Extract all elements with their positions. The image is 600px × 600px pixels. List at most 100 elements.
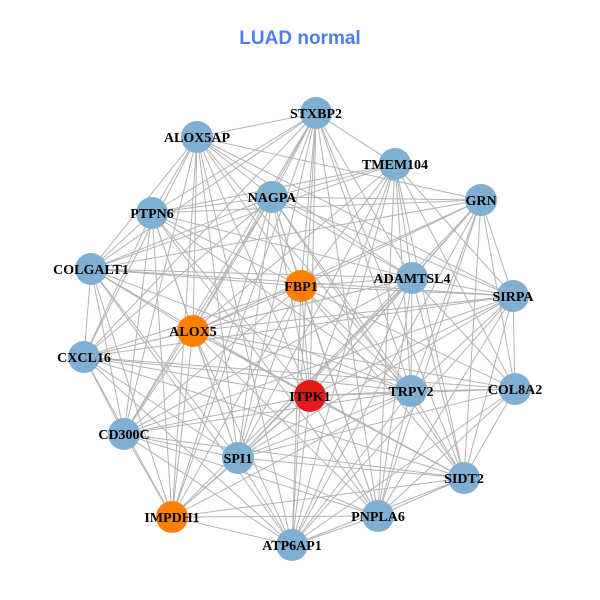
node-circle xyxy=(499,373,531,405)
edge-adamtsl4-trpv2 xyxy=(410,277,413,392)
edge-alox5-spi1 xyxy=(192,330,239,459)
edge-sirpa-spi1 xyxy=(237,295,514,459)
edge-tmem104-alox5 xyxy=(192,163,396,332)
node-label: FBP1 xyxy=(284,280,317,295)
edge-tmem104-sidt2 xyxy=(394,163,465,479)
edge-fbp1-impdh1 xyxy=(171,285,302,518)
node-circle xyxy=(276,529,308,561)
node-fbp1: FBP1 xyxy=(284,270,318,302)
node-label: CXCL16 xyxy=(57,351,111,366)
edge-fbp1-alox5 xyxy=(192,285,302,332)
edge-stxbp2-adamtsl4 xyxy=(315,112,413,279)
edge-sirpa-cxcl16 xyxy=(83,295,514,358)
node-circle xyxy=(285,270,317,302)
node-circle xyxy=(156,501,188,533)
edge-colgalt1-impdh1 xyxy=(90,268,173,518)
edge-fbp1-col8a2 xyxy=(300,285,516,390)
edge-cd300c-atp6ap1 xyxy=(123,433,293,546)
edge-tmem104-colgalt1 xyxy=(90,163,396,270)
node-tmem104: TMEM104 xyxy=(362,148,428,180)
node-alox5: ALOX5 xyxy=(169,315,217,347)
edge-adamtsl4-col8a2 xyxy=(411,277,516,390)
edge-tmem104-fbp1 xyxy=(300,163,396,287)
edge-sirpa-cd300c xyxy=(123,295,514,435)
edge-fbp1-atp6ap1 xyxy=(291,285,302,546)
edge-trpv2-sidt2 xyxy=(410,390,465,479)
edge-adamtsl4-spi1 xyxy=(237,277,413,459)
edge-grn-sirpa xyxy=(480,199,514,297)
edge-fbp1-adamtsl4 xyxy=(300,277,413,287)
node-circle xyxy=(294,380,326,412)
node-label: SIDT2 xyxy=(444,472,484,487)
edge-itpk1-sidt2 xyxy=(309,395,465,479)
node-impdh1: IMPDH1 xyxy=(144,501,200,533)
node-circle xyxy=(108,418,140,450)
edge-alox5-pnpla6 xyxy=(192,330,379,517)
node-label: ALOX5 xyxy=(169,325,216,340)
edge-col8a2-pnpla6 xyxy=(377,388,516,517)
edge-itpk1-cd300c xyxy=(123,395,311,435)
edge-grn-spi1 xyxy=(237,199,482,459)
edge-alox5ap-grn xyxy=(196,136,482,201)
edge-colgalt1-trpv2 xyxy=(90,268,412,392)
edge-stxbp2-alox5ap xyxy=(196,112,317,138)
node-circle xyxy=(362,500,394,532)
edge-stxbp2-spi1 xyxy=(237,112,317,459)
edge-grn-trpv2 xyxy=(410,199,482,392)
edge-ptpn6-cd300c xyxy=(123,212,153,435)
node-circle xyxy=(136,197,168,229)
edge-col8a2-atp6ap1 xyxy=(291,388,516,546)
edge-grn-colgalt1 xyxy=(90,199,482,270)
edge-tmem104-spi1 xyxy=(237,163,396,459)
edge-nagpa-sidt2 xyxy=(271,196,465,479)
node-label: ADAMTSL4 xyxy=(373,272,450,287)
edge-stxbp2-cd300c xyxy=(123,112,317,435)
edge-trpv2-impdh1 xyxy=(171,390,412,518)
edge-alox5-cxcl16 xyxy=(83,330,194,358)
edge-ptpn6-pnpla6 xyxy=(151,212,379,517)
edge-adamtsl4-sirpa xyxy=(411,277,514,297)
node-label: TRPV2 xyxy=(388,385,433,400)
edge-cd300c-pnpla6 xyxy=(123,433,379,517)
edge-tmem104-atp6ap1 xyxy=(291,163,396,546)
edge-trpv2-spi1 xyxy=(237,390,412,459)
edges xyxy=(83,112,516,546)
edge-fbp1-sidt2 xyxy=(300,285,465,479)
edge-alox5-cd300c xyxy=(123,330,194,435)
edge-grn-fbp1 xyxy=(300,199,482,287)
node-label: TMEM104 xyxy=(362,158,428,173)
edge-tmem104-col8a2 xyxy=(394,163,516,390)
edge-grn-sidt2 xyxy=(463,199,482,479)
edge-itpk1-pnpla6 xyxy=(309,395,379,517)
node-label: GRN xyxy=(465,194,496,209)
edge-grn-alox5 xyxy=(192,199,482,332)
node-circle xyxy=(395,375,427,407)
node-label: SPI1 xyxy=(224,452,253,467)
edge-alox5-trpv2 xyxy=(192,330,412,392)
edge-alox5ap-fbp1 xyxy=(196,136,302,287)
edge-grn-pnpla6 xyxy=(377,199,482,517)
node-label: NAGPA xyxy=(248,191,298,206)
node-alox5ap: ALOX5AP xyxy=(164,121,230,153)
node-label: COL8A2 xyxy=(488,383,542,398)
node-grn: GRN xyxy=(465,184,497,216)
edge-grn-ptpn6 xyxy=(151,199,482,214)
edge-nagpa-ptpn6 xyxy=(151,196,273,214)
node-circle xyxy=(465,184,497,216)
edge-tmem104-pnpla6 xyxy=(377,163,396,517)
edge-stxbp2-ptpn6 xyxy=(151,112,317,214)
node-sirpa: SIRPA xyxy=(493,280,534,312)
node-stxbp2: STXBP2 xyxy=(290,97,342,129)
edge-tmem104-nagpa xyxy=(271,163,396,198)
edge-fbp1-cd300c xyxy=(123,285,302,435)
edge-cd300c-sidt2 xyxy=(123,433,465,479)
node-label: COLGALT1 xyxy=(53,263,129,278)
edge-col8a2-sidt2 xyxy=(463,388,516,479)
node-circle xyxy=(222,442,254,474)
edge-nagpa-adamtsl4 xyxy=(271,196,413,279)
node-circle xyxy=(497,280,529,312)
node-circle xyxy=(68,341,100,373)
node-sidt2: SIDT2 xyxy=(444,462,484,494)
edge-trpv2-col8a2 xyxy=(410,388,516,392)
